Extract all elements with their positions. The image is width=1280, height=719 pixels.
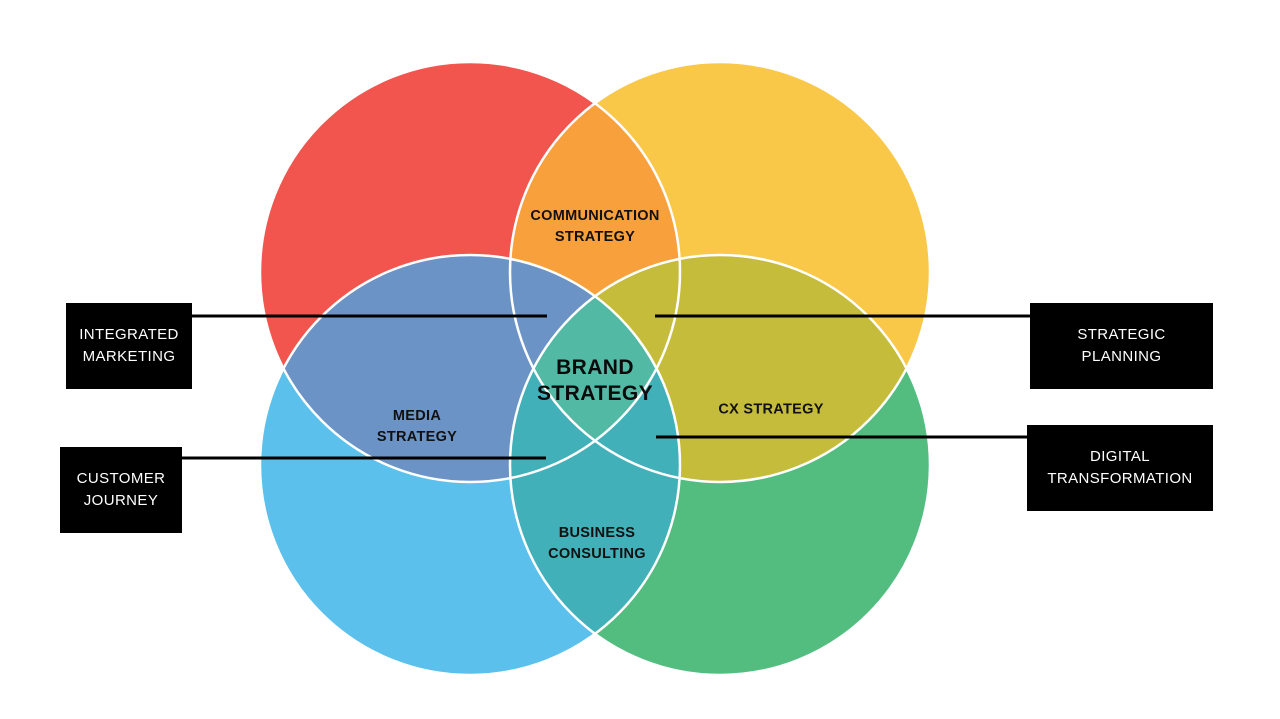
center-overlap-region — [510, 255, 680, 482]
green-circle-outline — [508, 253, 932, 677]
integrated-marketing-callout: INTEGRATED MARKETING — [66, 303, 192, 389]
red-circle-outline — [258, 60, 682, 484]
customer-journey-callout: CUSTOMER JOURNEY — [60, 447, 182, 533]
strategic-planning-callout: STRATEGIC PLANNING — [1030, 303, 1213, 389]
blue-circle-outline — [258, 253, 682, 677]
digital-transformation-callout: DIGITAL TRANSFORMATION — [1027, 425, 1213, 511]
yellow-circle-outline — [508, 60, 932, 484]
